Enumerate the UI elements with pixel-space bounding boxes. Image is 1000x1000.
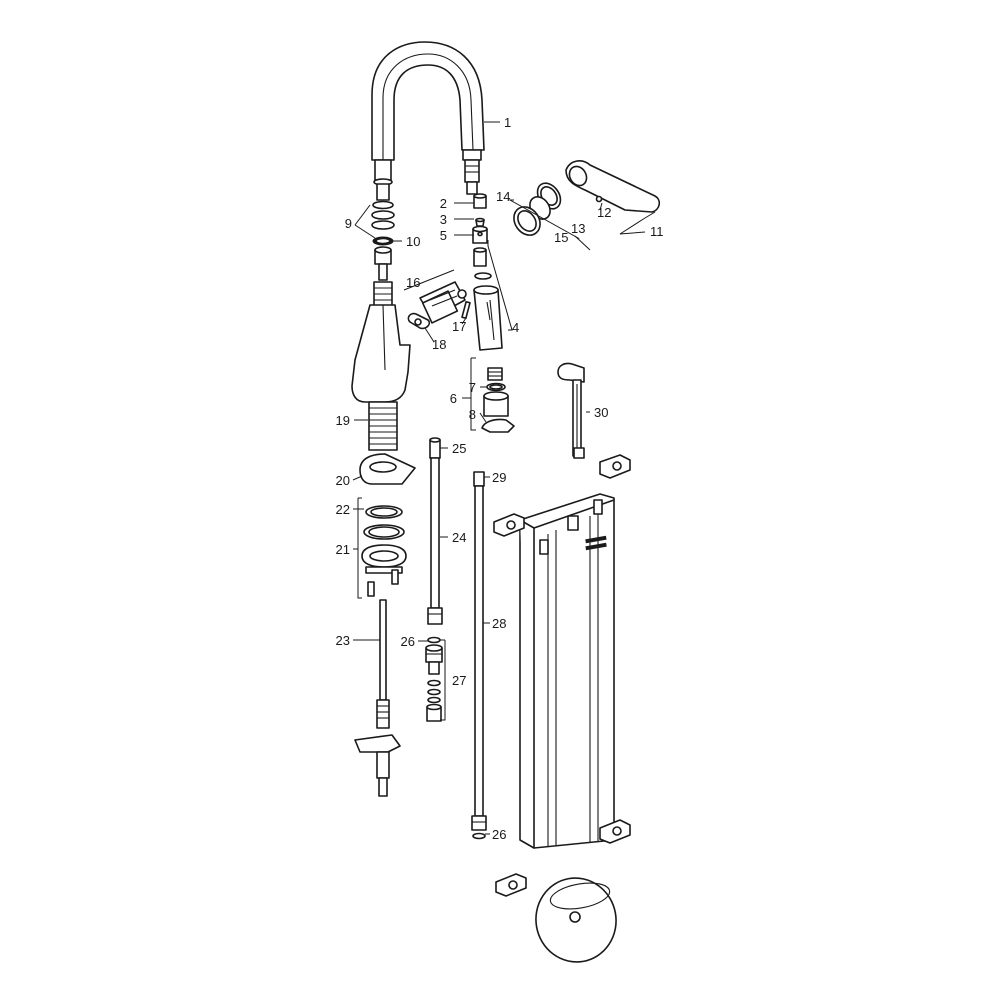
- washer-rings: [361, 505, 407, 574]
- callout-15: 15: [554, 230, 568, 245]
- callout-13: 13: [571, 221, 585, 236]
- aerator-parts-6-8: [481, 367, 515, 433]
- callout-18: 18: [432, 337, 446, 352]
- callout-2: 2: [440, 196, 447, 211]
- callout-30: 30: [594, 405, 608, 420]
- fixing-screws: [367, 569, 399, 597]
- pin-17: [461, 300, 471, 320]
- callout-10: 10: [406, 234, 420, 249]
- clip-18: [407, 312, 431, 330]
- callout-labels: 1 2 3 4 5 6 7 8 9 10 11 12 13 14 15 16 1…: [336, 115, 664, 842]
- callout-24: 24: [452, 530, 466, 545]
- bracket-bottom: [495, 873, 527, 897]
- callout-27: 27: [452, 673, 466, 688]
- leader-lines: [352, 121, 656, 835]
- callout-7: 7: [469, 380, 476, 395]
- aerator-housing: [473, 247, 503, 351]
- callout-23: 23: [336, 633, 350, 648]
- column-panel: [519, 493, 615, 849]
- callout-9: 9: [345, 216, 352, 231]
- callout-19: 19: [336, 413, 350, 428]
- hook-rail: [557, 362, 585, 459]
- callout-29: 29: [492, 470, 506, 485]
- bracket-middle: [493, 513, 525, 537]
- small-parts-2-5: [472, 193, 488, 244]
- callout-26-upper: 26: [401, 634, 415, 649]
- supply-hose-28: [471, 471, 487, 840]
- faucet-body: [351, 304, 411, 403]
- callout-12: 12: [597, 205, 611, 220]
- callout-25: 25: [452, 441, 466, 456]
- hose-connector: [462, 149, 482, 195]
- callout-20: 20: [336, 473, 350, 488]
- base-plate: [535, 877, 617, 963]
- callout-14: 14: [496, 189, 510, 204]
- callout-1: 1: [504, 115, 511, 130]
- callout-22: 22: [336, 502, 350, 517]
- bracket-upper: [599, 454, 631, 479]
- callout-8: 8: [469, 407, 476, 422]
- mounting-plate: [359, 453, 416, 485]
- callout-17: 17: [452, 319, 466, 334]
- callout-4: 4: [512, 320, 519, 335]
- supply-hose-24: [427, 437, 443, 625]
- callout-16: 16: [406, 275, 420, 290]
- valve-parts-26-27: [425, 636, 443, 722]
- cartridge: [419, 281, 467, 324]
- threaded-rod: [354, 599, 401, 797]
- callout-21: 21: [336, 542, 350, 557]
- callout-6: 6: [450, 391, 457, 406]
- left-hose-assembly: [371, 159, 395, 307]
- callout-26-lower: 26: [492, 827, 506, 842]
- threaded-shank: [368, 401, 398, 451]
- spout-hose: [371, 41, 485, 161]
- lever-handle: [565, 160, 661, 213]
- callout-3: 3: [440, 212, 447, 227]
- callout-5: 5: [440, 228, 447, 243]
- bracket-lower: [599, 819, 631, 844]
- callout-11: 11: [650, 224, 664, 239]
- callout-28: 28: [492, 616, 506, 631]
